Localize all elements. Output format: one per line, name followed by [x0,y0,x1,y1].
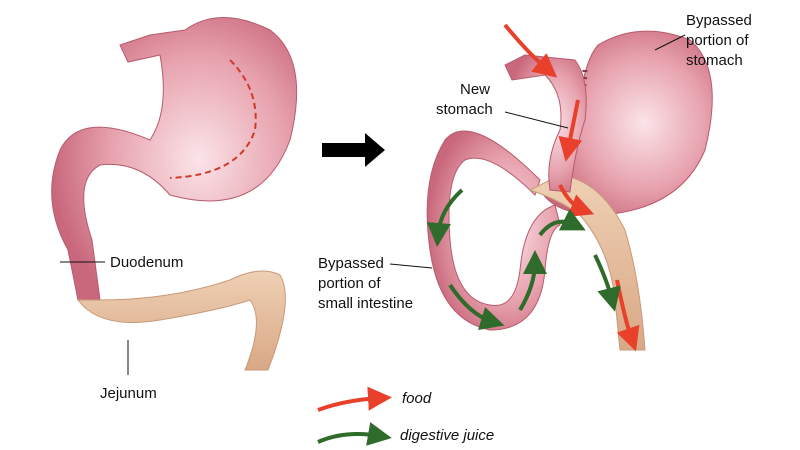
food-legend-label: food [402,390,432,407]
bypassed-intestine-leader [389,263,433,269]
juice-flow-arrows [427,188,621,330]
food-legend-arrow [317,386,392,412]
bypassed-intestine-label: Bypassed portion of small intestine [318,255,413,312]
duodenum-label: Duodenum [110,254,183,271]
transition-arrow [322,133,385,167]
jejunum-label: Jejunum [100,385,157,402]
bypassed-stomach-leader [654,34,686,51]
bypassed-stomach-label: Bypassed portion of stomach [686,12,756,69]
legend: food digestive juice [317,386,494,446]
normal-jejunum [77,270,286,371]
juice-legend-label: digestive juice [400,427,494,444]
bypassed-intestine-loop [426,130,561,331]
normal-stomach [51,17,298,301]
juice-legend-arrow [317,422,392,446]
new-stomach-label: New stomach [436,81,494,118]
new-stomach-leader [504,111,569,129]
